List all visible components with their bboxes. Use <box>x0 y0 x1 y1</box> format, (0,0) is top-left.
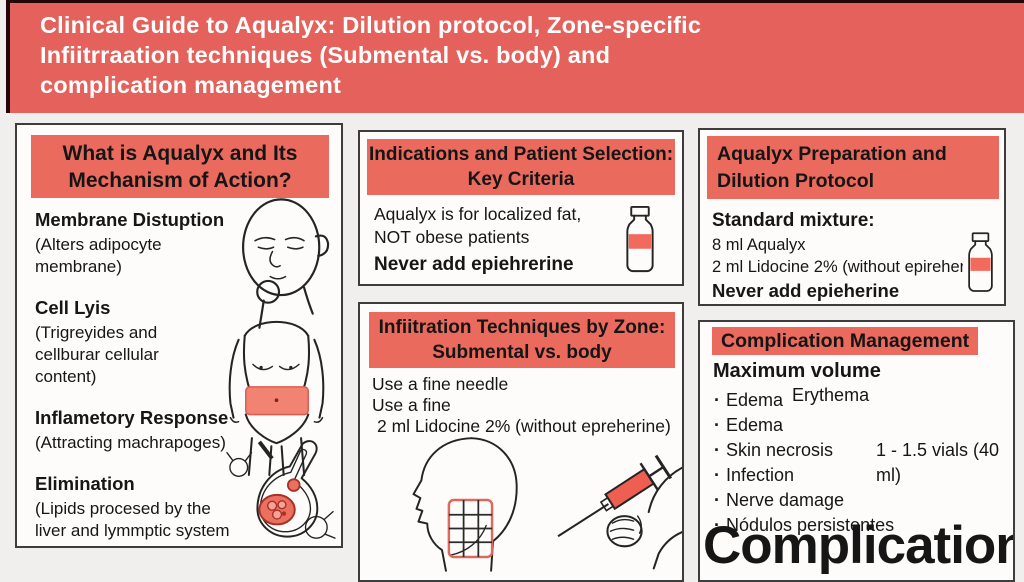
bullet-text: Edema <box>726 415 784 435</box>
hand-syringe-illustration <box>557 454 682 570</box>
mechanism-title-line-2: Mechanism of Action? <box>68 168 292 192</box>
complication-title: Complication Management <box>721 329 970 352</box>
mechanism-item-list: Membrane Distuption (Alters adipocyte me… <box>35 209 243 546</box>
infiltration-text-line: 2 ml Lidocine 2% (without epreherine) <box>377 416 671 436</box>
macrophage-cell-illustration <box>226 440 336 539</box>
mechanism-item-elimination: Elimination (Lipids procesed by the live… <box>35 473 243 542</box>
infographic-page: { "banner": { "lines": [ "Clinical Guide… <box>6 0 1024 582</box>
bullet-dot: · <box>714 440 720 460</box>
torso-abdomen-highlight-illustration <box>228 320 325 476</box>
complication-list: · Edema Erythema · Edema · Skin necrosis 1 - … <box>714 385 1009 538</box>
preparation-body: Standard mixture: 8 ml Aqualyx 2 ml Lido… <box>712 210 1004 302</box>
preparation-text-line: 2 ml Lidocine 2% (without epireherine) <box>712 258 993 276</box>
complication-big-text: Complication <box>703 516 1015 575</box>
bullet-text: Nerve damage <box>726 490 845 510</box>
bullet-dot: · <box>714 515 720 535</box>
item-detail-line: (Lipids procesed by the <box>35 499 211 518</box>
preparation-text-line: 8 ml Aqualyx <box>712 236 806 254</box>
list-item: · Skin necrosis 1 - 1.5 vials (40 ml) <box>714 438 1009 485</box>
item-detail-line: (Trigreyides and <box>35 323 158 342</box>
list-item: · Edema Erythema <box>714 385 1009 413</box>
mechanism-item-cell-lysis: Cell Lyis (Trigreyides and cellburar cel… <box>35 297 243 388</box>
complication-panel: Complication Management Maximum volume ·… <box>698 320 1015 582</box>
head-chin-marker-illustration <box>242 198 330 329</box>
bullet-dot: · <box>714 415 720 435</box>
complication-subheading: Maximum volume <box>713 360 881 382</box>
item-detail-line: content) <box>35 367 97 386</box>
item-heading: Inflametory Response <box>35 407 229 428</box>
infiltration-body: Use a fine needle Use a fine 2 ml Lidoci… <box>372 374 671 437</box>
item-detail-line: liver and lymmptic system <box>35 521 230 540</box>
page-title: Clinical Guide to Aqualyx: Dilution prot… <box>10 3 1024 100</box>
bullet-dot: · <box>714 465 720 485</box>
mechanism-item-membrane: Membrane Distuption (Alters adipocyte me… <box>35 209 243 278</box>
indications-body: Aqualyx is for localized fat, NOT obese … <box>374 203 581 276</box>
erythema-label: Erythema <box>792 385 870 405</box>
complication-panel-title: Complication Management <box>712 327 979 355</box>
vial-icon <box>963 225 998 301</box>
preparation-panel-title: Aqualyx Preparation and Dilution Protoco… <box>707 136 999 199</box>
vials-note: 1 - 1.5 vials (40 ml) <box>876 440 1000 485</box>
indications-panel-title: Indications and Patient Selection: Key C… <box>367 139 675 195</box>
page-title-line-3: complication management <box>40 72 342 98</box>
item-heading: Membrane Distuption <box>35 209 225 230</box>
preparation-warning: Never add epieherine <box>712 280 900 301</box>
indications-panel: Indications and Patient Selection: Key C… <box>358 130 684 286</box>
title-banner: Clinical Guide to Aqualyx: Dilution prot… <box>6 0 1024 113</box>
page-title-line-2: Infiitrraation techniques (Submental vs.… <box>40 42 611 68</box>
preparation-title-line-2: Dilution Protocol <box>717 169 875 192</box>
bullet-dot: · <box>714 490 720 510</box>
infiltration-title-line-1: Infiitration Techniques by Zone: <box>378 317 666 338</box>
page-title-line-1: Clinical Guide to Aqualyx: Dilution prot… <box>40 12 702 38</box>
infiltration-text-line: Use a fine needle <box>372 374 509 394</box>
mechanism-panel-title: What is Aqualyx and Its Mechanism of Act… <box>31 135 329 198</box>
infiltration-panel-title: Infiitration Techniques by Zone: Subment… <box>369 312 675 368</box>
infiltration-text-line: Use a fine <box>372 395 451 415</box>
bullet-text: Edema <box>726 390 784 410</box>
list-item: · Infection <box>714 463 1009 488</box>
bullet-text: Infection <box>726 465 795 485</box>
infiltration-panel: Infiitration Techniques by Zone: Subment… <box>358 302 684 582</box>
item-detail-line: (Attracting machrapoges) <box>35 433 226 452</box>
indications-title-line-2: Key Criteria <box>467 169 575 190</box>
indications-text-line: Aqualyx is for localized fat, <box>374 204 582 224</box>
indications-text-line: NOT obese patients <box>374 227 530 247</box>
mechanism-item-inflammatory: Inflametory Response (Attracting machrap… <box>35 407 243 454</box>
bullet-text: Nódulos persistentes <box>726 515 895 535</box>
preparation-title-line-1: Aqualyx Preparation and <box>717 142 947 165</box>
mechanism-panel: What is Aqualyx and Its Mechanism of Act… <box>15 123 343 548</box>
indications-title-line-1: Indications and Patient Selection: <box>368 144 674 165</box>
list-item: · Nerve damage <box>714 488 1009 513</box>
bullet-dot: · <box>714 390 720 410</box>
list-item: · Edema <box>714 413 1009 438</box>
face-profile-grid-illustration <box>412 437 518 572</box>
item-detail-line: (Alters adipocyte <box>35 235 162 254</box>
list-item: · Nódulos persistentes <box>714 513 1009 538</box>
preparation-subheading: Standard mixture: <box>712 210 875 231</box>
item-detail-line: cellburar cellular <box>35 345 159 364</box>
bullet-text: Skin necrosis <box>726 440 834 460</box>
infiltration-title-line-2: Submental vs. body <box>432 342 612 363</box>
mechanism-title-line-1: What is Aqualyx and Its <box>62 141 298 165</box>
item-heading: Cell Lyis <box>35 297 111 318</box>
item-heading: Elimination <box>35 473 135 494</box>
item-detail-line: membrane) <box>35 257 122 276</box>
indications-warning: Never add epiehrerine <box>374 254 574 275</box>
vial-icon <box>626 205 654 273</box>
preparation-panel: Aqualyx Preparation and Dilution Protoco… <box>698 128 1006 306</box>
